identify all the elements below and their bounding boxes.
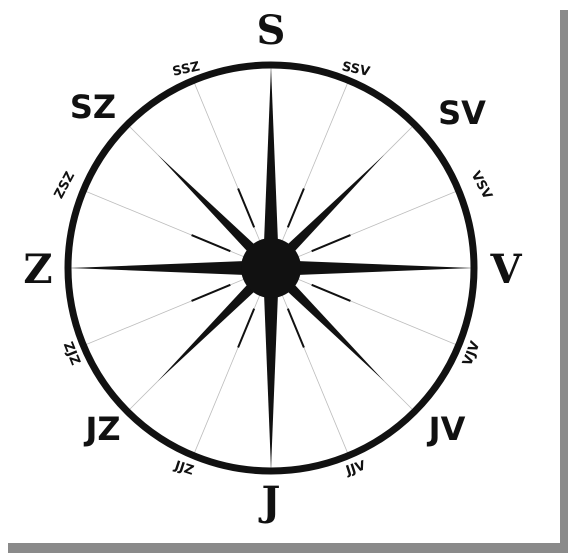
label-southeast: JV <box>427 410 466 448</box>
label-northeast: SV <box>438 94 486 132</box>
page-shadow-right <box>560 10 568 545</box>
label-north: S <box>257 7 286 54</box>
center-hub <box>241 238 301 298</box>
label-south: J <box>259 478 281 525</box>
label-northwest: SZ <box>70 88 116 126</box>
label-west: Z <box>23 246 52 293</box>
label-east: V <box>489 246 522 293</box>
label-southwest: JZ <box>83 410 120 448</box>
page-shadow-bottom <box>8 543 568 553</box>
